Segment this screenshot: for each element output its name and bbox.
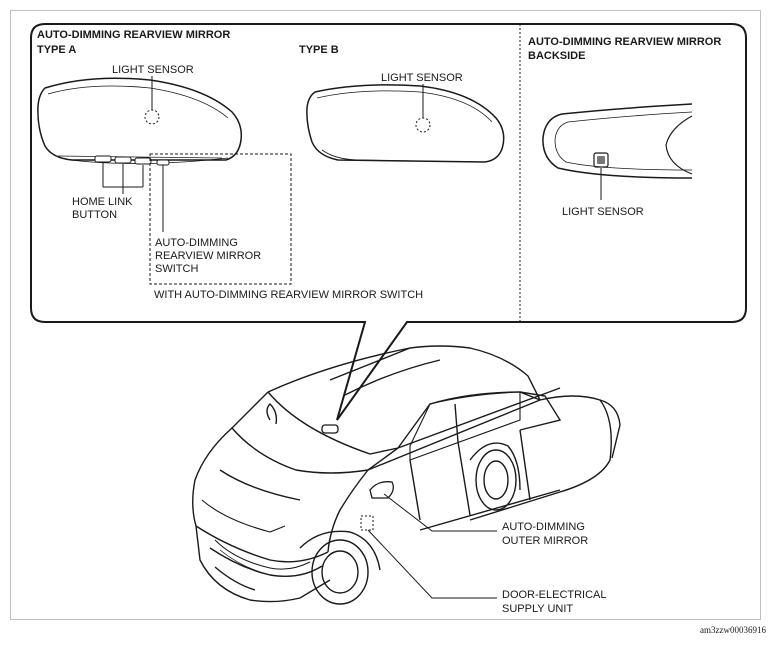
car-illustration xyxy=(192,345,621,605)
leader-door-unit xyxy=(367,529,497,599)
figure-code: am3zzw00036916 xyxy=(700,625,766,635)
home-link-label-line1: HOME LINK xyxy=(72,196,133,208)
outer-mirror-label-line1: AUTO-DIMMING xyxy=(502,521,585,533)
type-a-label: TYPE A xyxy=(37,44,76,56)
mirror-type-a xyxy=(37,77,243,166)
right-panel-title-line1: AUTO-DIMMING REARVIEW MIRROR xyxy=(528,36,721,48)
rearview-mirror-on-car xyxy=(321,424,339,434)
light-sensor-a-label: LIGHT SENSOR xyxy=(112,64,194,76)
type-b-label: TYPE B xyxy=(299,44,339,56)
leader-outer-mirror xyxy=(383,493,497,532)
right-panel-title-line2: BACKSIDE xyxy=(528,50,585,62)
switch-label-line1: AUTO-DIMMING xyxy=(155,237,238,249)
door-unit-label-line1: DOOR-ELECTRICAL xyxy=(502,589,607,601)
door-supply-unit-on-car xyxy=(360,515,374,531)
mirror-type-b xyxy=(306,84,505,163)
switch-label-line3: SWITCH xyxy=(155,263,198,275)
outer-mirror-on-car xyxy=(369,481,394,499)
door-unit-label-line2: SUPPLY UNIT xyxy=(502,603,573,615)
outer-mirror-label-line2: OUTER MIRROR xyxy=(502,535,588,547)
mirror-backside xyxy=(542,103,693,179)
switch-label-line2: REARVIEW MIRROR xyxy=(155,250,261,262)
light-sensor-backside-label: LIGHT SENSOR xyxy=(562,206,644,218)
switch-dashed-box xyxy=(149,153,292,285)
light-sensor-b-label: LIGHT SENSOR xyxy=(381,72,463,84)
left-panel-title: AUTO-DIMMING REARVIEW MIRROR xyxy=(37,29,230,41)
leader-home-link xyxy=(102,163,144,194)
figure-frame xyxy=(10,10,761,620)
with-switch-caption: WITH AUTO-DIMMING REARVIEW MIRROR SWITCH xyxy=(154,289,423,301)
home-link-label-line2: BUTTON xyxy=(72,209,117,221)
